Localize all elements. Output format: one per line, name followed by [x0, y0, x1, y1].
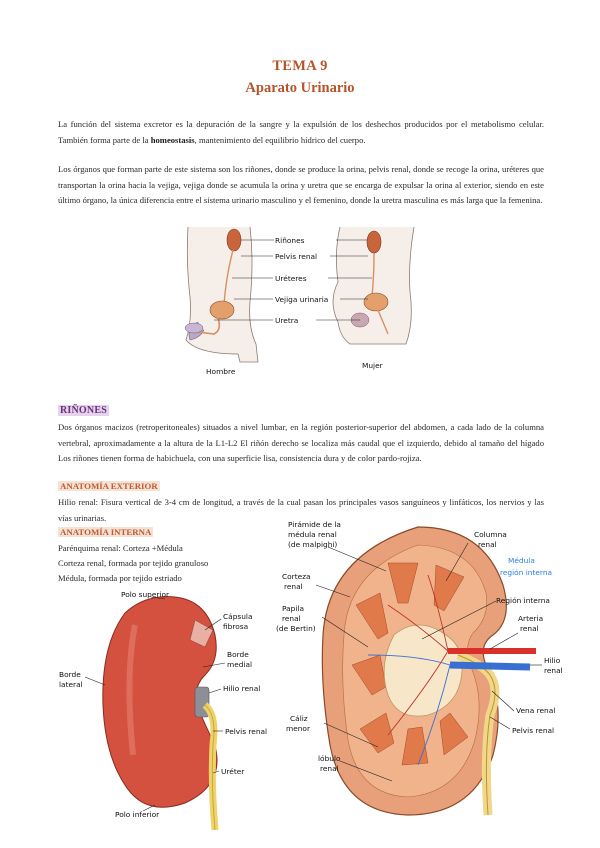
fig3-label-papila-1: Papila	[282, 604, 304, 613]
page-title: TEMA 9	[272, 58, 328, 74]
fig3-label-piramide-3: (de malpighi)	[288, 540, 337, 549]
fig3-label-arteria-2: renal	[520, 624, 539, 633]
fig1-label-ureteres: Uréteres	[275, 274, 307, 283]
anatomia-interna-line-1: Parénquima renal: Corteza +Médula	[58, 543, 183, 553]
section-anatomia-exterior-heading: ANATOMÍA EXTERIOR	[58, 481, 160, 491]
fig3-label-columna-2: renal	[478, 540, 497, 549]
fig3-label-caliz-2: menor	[286, 724, 311, 733]
fig2-label-capsula-2: fibrosa	[223, 622, 248, 631]
intro-paragraph-1: La función del sistema excretor es la de…	[58, 119, 544, 145]
fig3-label-hilio-2: renal	[544, 666, 563, 675]
intro-paragraph-2: Los órganos que forman parte de este sis…	[58, 164, 544, 205]
fig2-label-capsula-1: Cápsula	[223, 612, 253, 621]
fig3-label-papila-3: (de Bertin)	[276, 624, 316, 633]
fig3-label-arteria-1: Arteria	[518, 614, 543, 623]
fig3-label-hilio-1: Hilio	[544, 656, 561, 665]
section-anatomia-interna-heading: ANATOMÍA INTERNA	[58, 527, 154, 537]
fig3-label-corteza-2: renal	[284, 582, 303, 591]
fig2-label-hilio: Hilio renal	[223, 684, 260, 693]
fig3-label-piramide-1: Pirámide de la	[288, 520, 341, 529]
fig1-label-rinones: Riñones	[275, 236, 305, 245]
anatomia-interna-line-2: Corteza renal, formada por tejido granul…	[58, 558, 209, 568]
fig3-label-caliz-1: Cáliz	[290, 714, 308, 723]
fig2-label-borde-lateral-2: lateral	[59, 680, 83, 689]
fig2-label-borde-lateral-1: Borde	[59, 670, 81, 679]
fig1-caption-female: Mujer	[362, 361, 384, 370]
fig2-label-borde-medial-1: Borde	[227, 650, 249, 659]
fig2-label-polo-inferior: Polo inferior	[115, 810, 160, 819]
fig3-label-piramide-2: médula renal	[288, 530, 337, 539]
fig2-label-polo-superior: Polo superior	[121, 590, 170, 599]
fig1-label-pelvis: Pelvis renal	[275, 252, 317, 261]
anatomia-exterior-paragraph: Hilio renal: Fisura vertical de 3-4 cm d…	[58, 497, 544, 523]
fig1-label-vejiga: Vejiga urinaria	[275, 295, 328, 304]
fig1-label-uretra: Uretra	[275, 316, 298, 325]
fig2-label-borde-medial-2: medial	[227, 660, 252, 669]
urinary-system-figure: Riñones Pelvis renal Uréteres Vejiga uri…	[184, 226, 415, 376]
fig3-label-corteza-1: Corteza	[282, 572, 311, 581]
fig3-label-columna-1: Columna	[474, 530, 507, 539]
homeostasis-term: homeostasis	[150, 134, 195, 145]
fig2-label-pelvis: Pelvis renal	[225, 727, 267, 736]
fig1-caption-male: Hombre	[206, 367, 236, 376]
fig3-label-vena: Vena renal	[516, 706, 555, 715]
fig3-label-papila-2: renal	[282, 614, 301, 623]
rinones-paragraph: Dos órganos macizos (retroperitoneales) …	[58, 422, 544, 463]
fig2-label-ureter: Uréter	[221, 767, 245, 776]
kidney-external-figure: Polo superior Cápsula fibrosa Borde medi…	[59, 590, 267, 831]
fig3-label-lobulo-2: renal	[320, 764, 339, 773]
fig3-label-lobulo-1: lóbulo	[318, 754, 341, 763]
page-subtitle: Aparato Urinario	[245, 80, 355, 96]
fig3-label-medula-1: Médula	[508, 556, 535, 565]
section-rinones-heading: RIÑONES	[58, 405, 109, 416]
fig3-label-region-interna: Región interna	[496, 596, 550, 605]
fig3-label-medula-2: región interna	[500, 568, 552, 577]
fig3-label-pelvis: Pelvis renal	[512, 726, 554, 735]
kidney-internal-figure: Pirámide de la médula renal (de malpighi…	[276, 520, 563, 816]
anatomia-interna-line-3: Médula, formada por tejido estriado	[58, 573, 182, 583]
